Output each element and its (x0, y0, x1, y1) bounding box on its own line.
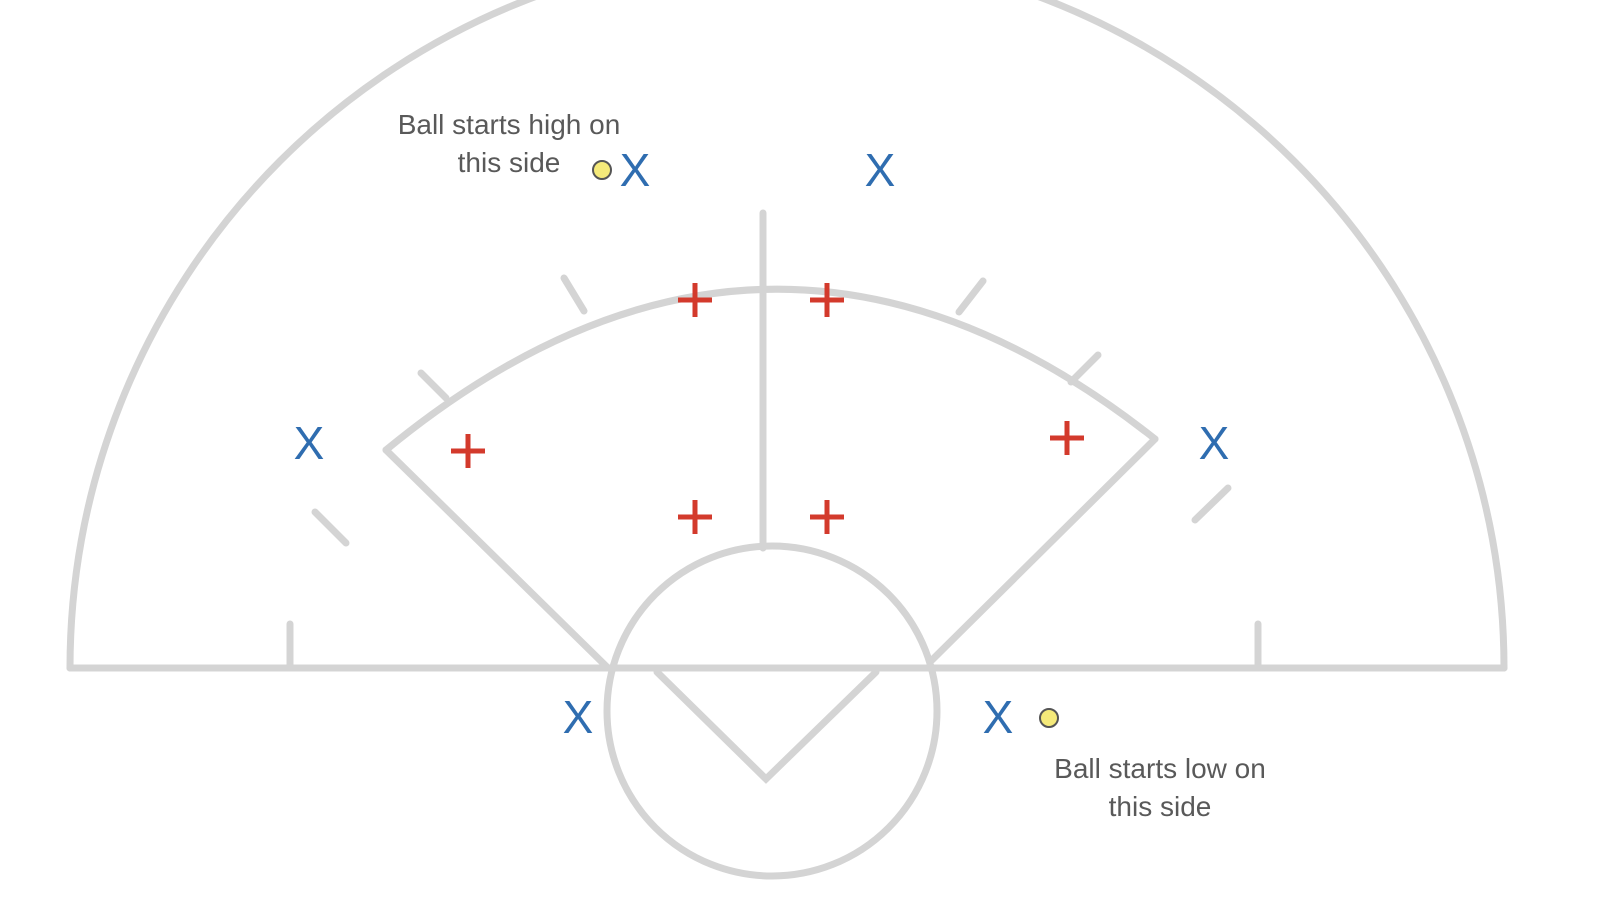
inner-arc-tick-3 (955, 277, 987, 316)
goal-triangle (653, 668, 880, 784)
note-top-line1: Ball starts high on (397, 109, 621, 140)
defense-player-top-right (810, 283, 844, 317)
offense-player-top-left: X (620, 144, 651, 196)
inner-arc-tick-4 (1067, 351, 1102, 386)
field-lines (66, 0, 1508, 880)
note-bottom-line2: this side (1108, 791, 1212, 822)
offense-player-wing-right: X (1199, 417, 1230, 469)
defense-player-wing-left (451, 434, 485, 468)
defense-player-wing-right (1050, 421, 1084, 455)
crease-circle (603, 542, 941, 880)
ball-bottom (1039, 708, 1059, 728)
offense-player-wing-left: X (294, 417, 325, 469)
defense-player-low-left (678, 500, 712, 534)
balls (592, 160, 1059, 728)
note-bottom-line1: Ball starts low on (1054, 753, 1266, 784)
offense-player-low-left: X (563, 691, 594, 743)
right-restraining-mark (1191, 484, 1232, 524)
defense-player-top-left (678, 283, 712, 317)
inner-arc (382, 285, 1159, 454)
inner-arc-tick-2 (417, 369, 450, 402)
defense-players (451, 283, 1084, 534)
inner-arc-tick-1 (560, 274, 588, 315)
offense-player-top-right: X (865, 144, 896, 196)
offense-player-low-right: X (983, 691, 1014, 743)
defense-player-low-right (810, 500, 844, 534)
right-wedge-line (928, 435, 1159, 664)
offense-players: X X X X X X (294, 144, 1230, 743)
left-restraining-mark (311, 508, 350, 547)
note-ball-starts-low: Ball starts low on this side (1030, 750, 1290, 826)
note-ball-starts-high: Ball starts high on this side (378, 106, 640, 182)
left-wedge-line (382, 446, 612, 672)
note-top-line2: this side (457, 147, 561, 178)
ball-top (592, 160, 612, 180)
outer-arc (66, 0, 1508, 672)
